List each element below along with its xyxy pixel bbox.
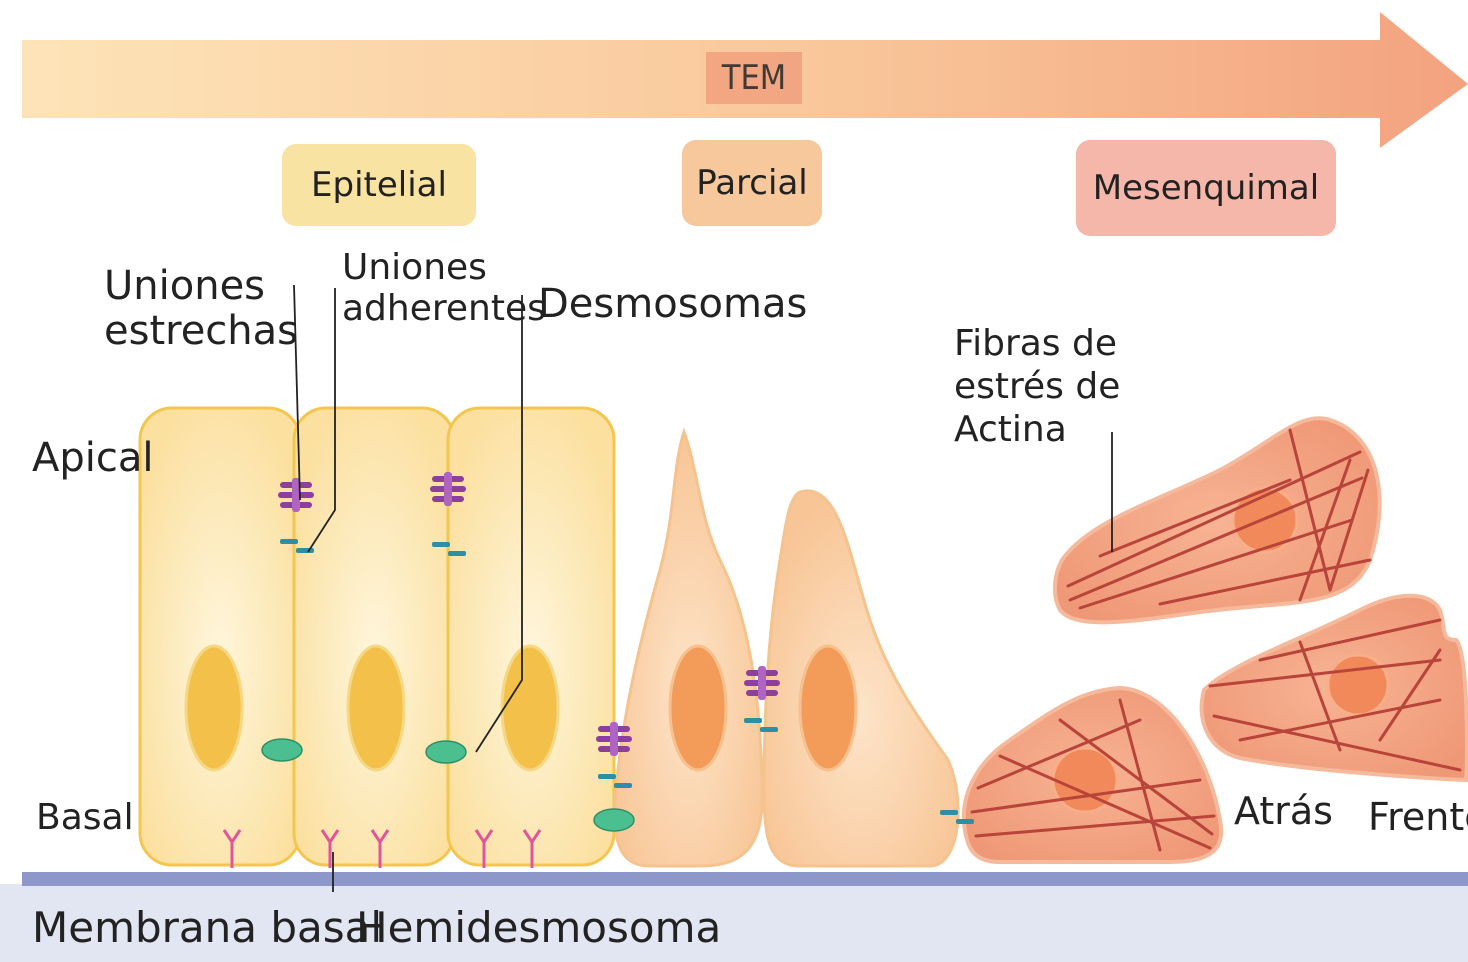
epithelial-cell-2: [294, 408, 454, 865]
label-desmosomes: Desmosomas: [538, 282, 807, 327]
label-tight-junctions: Uniones estrechas: [104, 264, 298, 354]
label-basal: Basal: [36, 798, 134, 839]
stage-mesenchymal: Mesenquimal: [1076, 140, 1336, 236]
nucleus: [1328, 655, 1388, 715]
partial-cells: [615, 432, 958, 866]
epithelial-cell-1: [140, 408, 300, 865]
nucleus: [502, 646, 558, 770]
partial-cell-2: [764, 491, 958, 866]
label-front: Frente: [1368, 796, 1468, 839]
nucleus: [348, 646, 404, 770]
epithelial-cell-3: [448, 408, 614, 865]
epithelial-cells: [140, 408, 614, 865]
basement-membrane: [22, 872, 1468, 886]
nucleus: [800, 646, 856, 770]
label-basement-membrane: Membrana basal: [32, 904, 382, 951]
label-hemidesmosome: Hemidesmosoma: [356, 904, 721, 951]
nucleus: [186, 646, 242, 770]
label-adherens-junctions: Uniones adherentes: [342, 248, 546, 329]
label-apical: Apical: [32, 436, 153, 481]
label-back: Atrás: [1234, 790, 1333, 833]
stage-epithelial: Epitelial: [282, 144, 476, 226]
nucleus: [670, 646, 726, 770]
stage-partial: Parcial: [682, 140, 822, 226]
tem-label: TEM: [706, 52, 802, 104]
label-actin-stress-fibers: Fibras de estrés de Actina: [954, 322, 1120, 452]
